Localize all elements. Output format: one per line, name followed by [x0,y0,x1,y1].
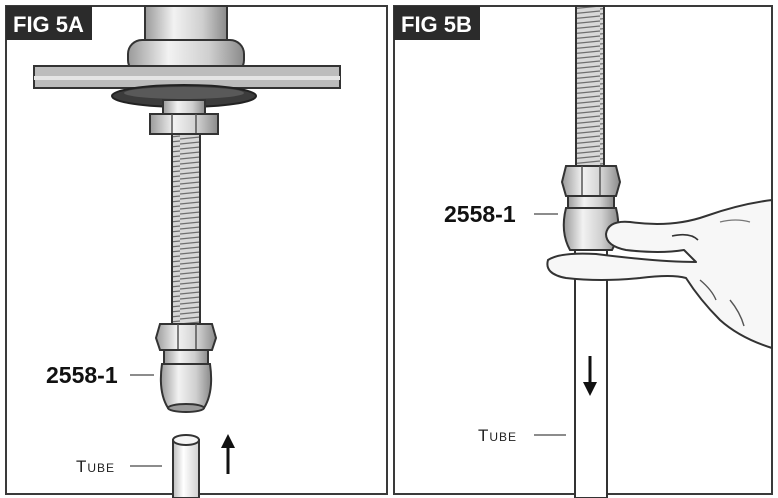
fig-tag-text: FIG 5A [13,12,84,37]
connector-2558-1 [154,323,218,413]
mounting-nut [149,113,219,135]
tube-label: Tube [76,457,115,476]
up-arrow-icon [221,434,235,474]
panel-fig-5a: 2558-1 Tube FIG 5A [5,5,388,498]
down-arrow-icon [583,356,597,396]
part-label: 2558-1 [444,201,516,227]
braided-supply-line [171,133,201,325]
connector-2558-1 [560,165,622,251]
fig-tag: FIG 5B [394,6,480,40]
fig-tag-text: FIG 5B [401,12,472,37]
panel-fig-5b: 2558-1 Tube FIG 5B [393,5,773,498]
tube [172,434,200,498]
tube-label: Tube [478,426,517,445]
braided-supply-line [575,5,605,167]
hand [546,199,773,349]
fig-tag: FIG 5A [6,6,92,40]
part-label: 2558-1 [46,362,118,388]
